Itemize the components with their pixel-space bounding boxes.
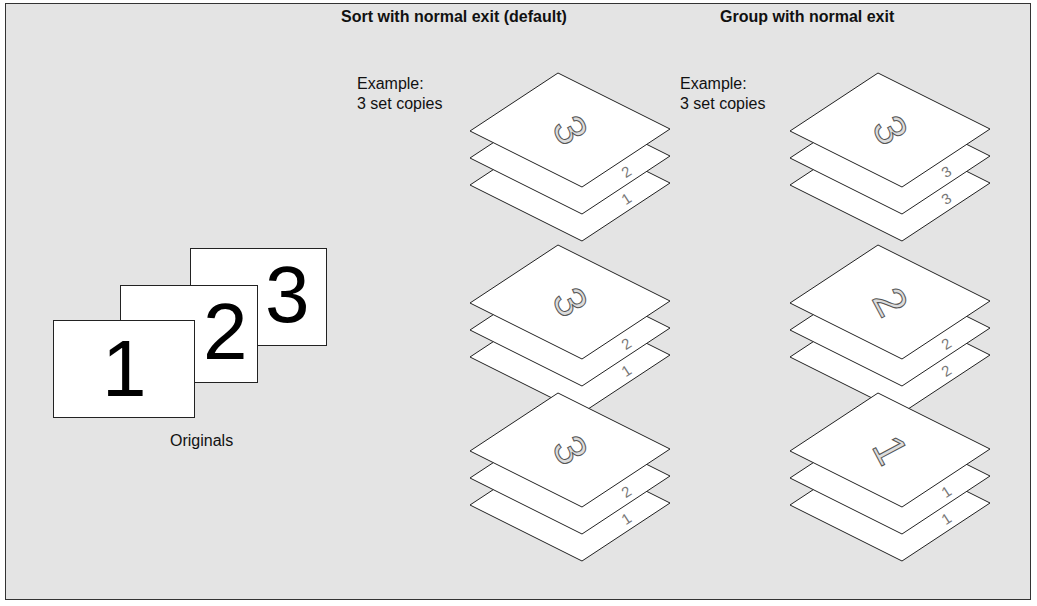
column-heading: Group with normal exit (720, 7, 894, 26)
background-panel (6, 4, 1031, 600)
page-number: 1 (102, 329, 147, 409)
paper-sheet (790, 245, 990, 359)
example-note: Example: (680, 74, 747, 93)
paper-sheet (470, 73, 670, 187)
column-heading: Sort with normal exit (default) (341, 7, 567, 26)
example-note: 3 set copies (357, 94, 442, 113)
example-note: Example: (357, 74, 424, 93)
paper-sheet (470, 245, 670, 359)
paper-sheet (790, 73, 990, 187)
page-number: 2 (203, 292, 248, 372)
example-note: 3 set copies (680, 94, 765, 113)
paper-sheet (470, 393, 670, 507)
original-page: 1 (53, 320, 195, 418)
paper-stacks (470, 73, 990, 561)
paper-sheet (790, 393, 990, 507)
originals-label: Originals (170, 431, 233, 450)
page-number: 3 (265, 255, 310, 335)
